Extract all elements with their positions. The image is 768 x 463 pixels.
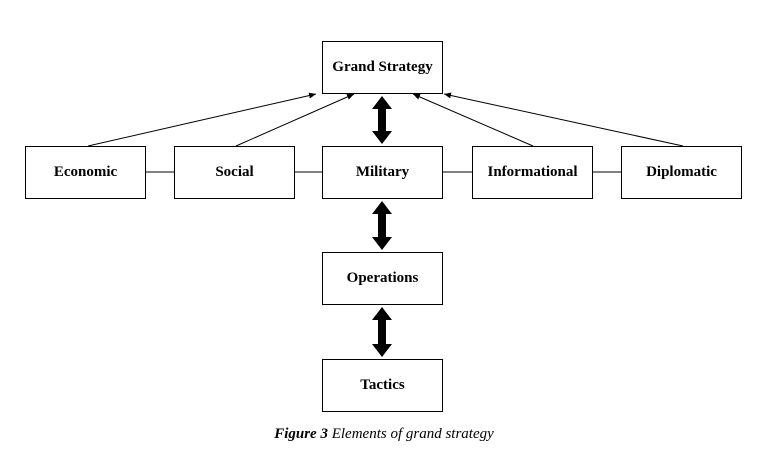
- node-label: Military: [355, 164, 410, 180]
- node-label: Operations: [346, 270, 419, 286]
- node-grand-strategy: Grand Strategy: [322, 41, 443, 94]
- node-operations: Operations: [322, 252, 443, 305]
- node-diplomatic: Diplomatic: [621, 146, 742, 199]
- arrow-informational-to-grand-strategy: [412, 93, 534, 147]
- arrow-economic-to-grand-strategy: [87, 92, 317, 147]
- node-label: Informational: [487, 164, 578, 180]
- arrow-diplomatic-to-grand-strategy: [443, 92, 684, 147]
- node-label: Grand Strategy: [332, 59, 433, 75]
- node-label: Social: [215, 164, 254, 180]
- double-arrow-grand-strategy-military: [372, 96, 392, 144]
- node-label: Tactics: [360, 377, 405, 393]
- node-military: Military: [322, 146, 443, 199]
- figure-caption: Figure 3 Elements of grand strategy: [0, 426, 768, 443]
- node-label: Economic: [53, 164, 118, 180]
- node-informational: Informational: [472, 146, 593, 199]
- node-economic: Economic: [25, 146, 146, 199]
- double-arrow-military-operations: [372, 201, 392, 250]
- arrow-social-to-grand-strategy: [235, 93, 355, 147]
- node-social: Social: [174, 146, 295, 199]
- node-label: Diplomatic: [646, 164, 717, 180]
- node-tactics: Tactics: [322, 359, 443, 412]
- figure-caption-text: Elements of grand strategy: [327, 426, 494, 442]
- double-arrow-operations-tactics: [372, 307, 392, 357]
- figure-number: Figure 3: [274, 426, 328, 442]
